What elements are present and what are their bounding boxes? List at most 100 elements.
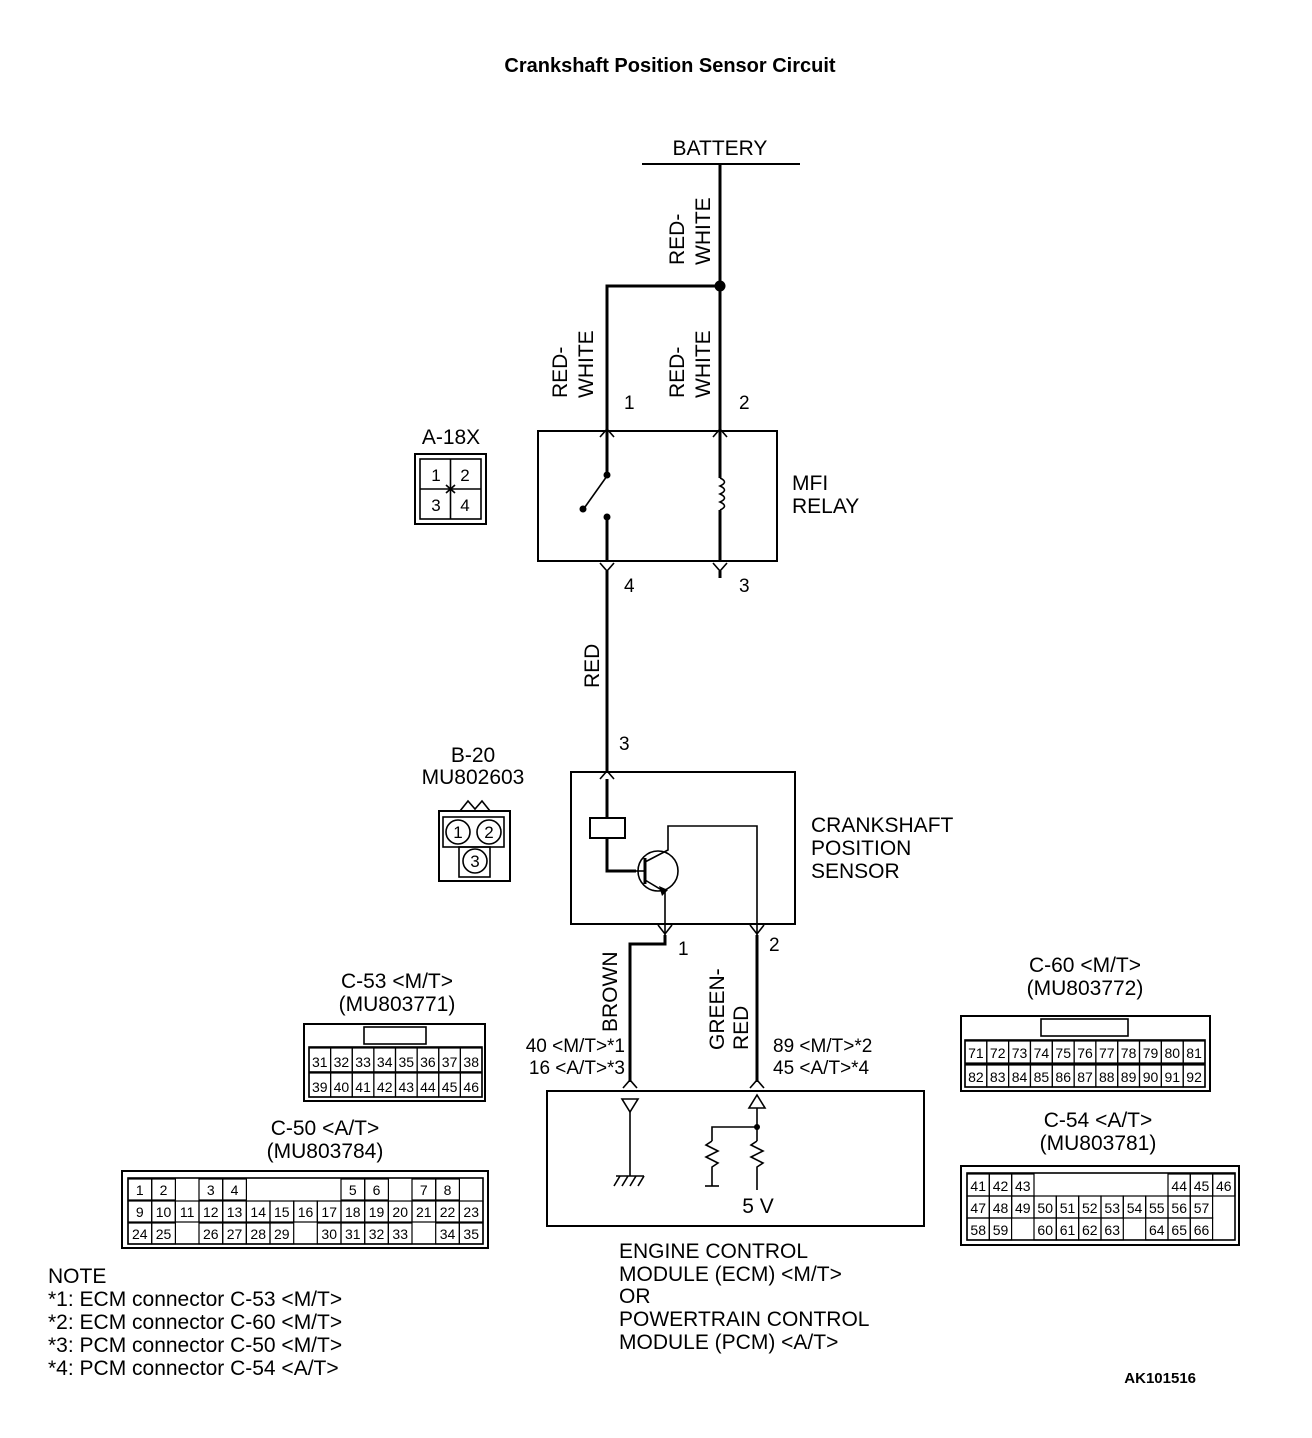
- c54-pin-54: 54: [1127, 1200, 1143, 1216]
- note-line-4: *4: PCM connector C-54 <A/T>: [48, 1357, 339, 1380]
- note-line-3: *3: PCM connector C-50 <M/T>: [48, 1334, 342, 1357]
- ecm-terminal-brown-mt: 40 <M/T>*1: [526, 1036, 625, 1057]
- c60-pin-78: 78: [1121, 1045, 1137, 1061]
- c53-pin-38: 38: [463, 1054, 479, 1070]
- c50-pin-7: 7: [420, 1182, 428, 1198]
- c60-name: C-60 <M/T>: [1029, 954, 1141, 977]
- wire-label-red-white-pin1: RED- WHITE: [549, 330, 598, 398]
- c50-pin-29: 29: [274, 1226, 290, 1242]
- c50-pin-11: 11: [180, 1204, 195, 1220]
- sensor-label-line2: POSITION: [811, 837, 911, 860]
- ecm-terminal-green-red-at: 45 <A/T>*4: [773, 1058, 870, 1079]
- c50-pin-30: 30: [321, 1226, 337, 1242]
- c53-pin-cell: [459, 1047, 483, 1073]
- c54-pin-cell: [1212, 1173, 1236, 1197]
- c50-pin-cell: [435, 1178, 461, 1201]
- ecm-terminal-green-red-mt: 89 <M/T>*2: [773, 1036, 872, 1057]
- c50-pin-cell: [458, 1200, 484, 1223]
- c60-pin-84: 84: [1012, 1069, 1028, 1085]
- svg-text:WHITE: WHITE: [575, 330, 598, 398]
- c54-pin-48: 48: [993, 1200, 1009, 1216]
- c53-pin-34: 34: [377, 1054, 393, 1070]
- svg-text:RED: RED: [730, 1006, 753, 1050]
- c50-part: (MU803784): [267, 1140, 384, 1163]
- c53-pin-39: 39: [312, 1079, 328, 1095]
- figure-code: AK101516: [1124, 1370, 1196, 1387]
- c50-pin-4: 4: [231, 1182, 239, 1198]
- c54-pin-44: 44: [1171, 1178, 1187, 1194]
- svg-text:RED-: RED-: [666, 214, 689, 265]
- c54-pin-43: 43: [1015, 1178, 1031, 1194]
- c50-pin-cell: [387, 1222, 413, 1245]
- c60-pin-72: 72: [990, 1045, 1006, 1061]
- wire-brown: [628, 935, 667, 1082]
- c50-pin-cell: [269, 1222, 295, 1245]
- c53-pin-36: 36: [420, 1054, 436, 1070]
- c54-pin-59: 59: [993, 1222, 1009, 1238]
- c54-pin-61: 61: [1060, 1222, 1076, 1238]
- c53-pin-37: 37: [442, 1054, 458, 1070]
- c60-pin-80: 80: [1165, 1045, 1181, 1061]
- c54-pin-51: 51: [1060, 1200, 1076, 1216]
- c53-pin-43: 43: [399, 1079, 415, 1095]
- c53-pin-46: 46: [463, 1079, 479, 1095]
- relay-pin-2: 2: [739, 393, 750, 414]
- c50-pin-18: 18: [345, 1204, 361, 1220]
- c54-pin-55: 55: [1149, 1200, 1165, 1216]
- svg-text:RED-: RED-: [666, 347, 689, 398]
- c60-pin-76: 76: [1077, 1045, 1093, 1061]
- c53-pin-cell: [459, 1072, 483, 1098]
- c50-pin-17: 17: [321, 1204, 337, 1220]
- c50-pin-cell: [364, 1178, 390, 1201]
- c60-pin-86: 86: [1055, 1069, 1071, 1085]
- ecm-box: [546, 1078, 925, 1227]
- c54-pin-60: 60: [1037, 1222, 1053, 1238]
- c60-pin-87: 87: [1077, 1069, 1093, 1085]
- ecm-terminal-brown-at: 16 <A/T>*3: [529, 1058, 625, 1079]
- c50-pin-22: 22: [440, 1204, 456, 1220]
- c60-pin-88: 88: [1099, 1069, 1115, 1085]
- sensor-connector-pin-3: 3: [470, 852, 479, 871]
- c54-part: (MU803781): [1040, 1132, 1157, 1155]
- c50-pin-34: 34: [440, 1226, 456, 1242]
- c53-pin-33: 33: [355, 1054, 371, 1070]
- c53-pin-40: 40: [334, 1079, 350, 1095]
- wire-label-red-white-top: RED- WHITE: [666, 197, 715, 265]
- c50-pin-25: 25: [156, 1226, 172, 1242]
- relay-connector-pin-1: 1: [431, 466, 440, 485]
- sensor-connector-name: B-20: [451, 744, 495, 767]
- c50-pin-cell: [458, 1222, 484, 1245]
- c54-pin-46: 46: [1216, 1178, 1232, 1194]
- relay-pin-1: 1: [624, 393, 635, 414]
- c50-pin-12: 12: [203, 1204, 219, 1220]
- c54-pin-66: 66: [1194, 1222, 1210, 1238]
- c50-pin-16: 16: [298, 1204, 314, 1220]
- c50-pin-15: 15: [274, 1204, 290, 1220]
- c60-pin-89: 89: [1121, 1069, 1137, 1085]
- note-line-1: *1: ECM connector C-53 <M/T>: [48, 1288, 342, 1311]
- c54-pin-41: 41: [970, 1178, 986, 1194]
- c53-pin-35: 35: [399, 1054, 415, 1070]
- sensor-connector-part: MU802603: [422, 766, 525, 789]
- c50-pin-26: 26: [203, 1226, 219, 1242]
- c60-pin-83: 83: [990, 1069, 1006, 1085]
- sensor-connector-pin-2: 2: [484, 823, 493, 842]
- relay-connector-face: [414, 453, 487, 525]
- c53-pin-42: 42: [377, 1079, 393, 1095]
- c60-pin-79: 79: [1143, 1045, 1159, 1061]
- c54-pin-57: 57: [1194, 1200, 1210, 1216]
- c60-pin-71: 71: [968, 1045, 984, 1061]
- c54-pin-65: 65: [1171, 1222, 1187, 1238]
- sensor-connector-pin-1: 1: [453, 823, 462, 842]
- c54-pin-cell: [1100, 1217, 1124, 1241]
- wire-label-red: RED: [581, 644, 604, 688]
- battery-label: BATTERY: [673, 137, 768, 160]
- sensor-pin-1-label: 1: [678, 939, 689, 960]
- c53-part: (MU803771): [339, 993, 456, 1016]
- wire-label-red-white-pin2: RED- WHITE: [666, 330, 715, 398]
- c54-pin-58: 58: [970, 1222, 986, 1238]
- ecm-supply-voltage: 5 V: [742, 1195, 774, 1218]
